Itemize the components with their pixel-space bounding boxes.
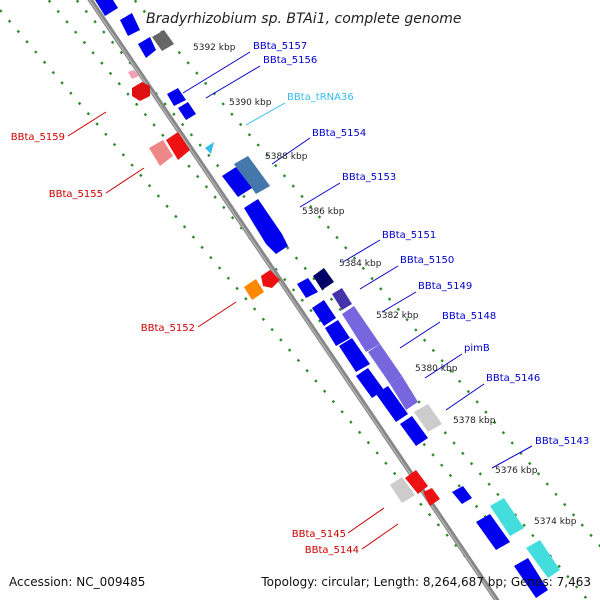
leader-line (491, 445, 533, 469)
gene-arrow[interactable] (95, 0, 118, 16)
gene-arrow[interactable] (244, 199, 288, 254)
gene-label[interactable]: pimB (464, 343, 490, 354)
topology-summary: Topology: circular; Length: 8,264,687 bp… (260, 575, 591, 589)
gene-arrow[interactable] (476, 514, 510, 550)
gene-label[interactable]: BBta_5159 (11, 132, 65, 143)
gene-arrow[interactable] (222, 167, 252, 197)
scale-label: 5374 kbp (534, 517, 577, 527)
leader-line (399, 321, 441, 349)
gene-label[interactable]: BBta_5143 (535, 436, 589, 447)
gene-label[interactable]: BBta_5153 (342, 172, 396, 183)
gene-arrow[interactable] (152, 30, 174, 51)
gene-arrow[interactable] (205, 142, 214, 154)
gene-label[interactable]: BBta_5148 (442, 311, 496, 322)
gene-arrow[interactable] (376, 386, 408, 422)
gene-label[interactable]: BBta_5154 (312, 128, 366, 139)
leader-line (245, 102, 286, 126)
leader-line (342, 239, 381, 263)
genome-title: Bradyrhizobium sp. BTAi1, complete genom… (146, 11, 462, 27)
leader-line (67, 111, 107, 137)
leader-line (359, 265, 399, 290)
gene-arrow[interactable] (178, 102, 196, 120)
gene-features (95, 0, 560, 598)
gene-label[interactable]: BBta_5156 (263, 55, 317, 66)
gene-label[interactable]: BBta_5152 (141, 323, 195, 334)
gene-arrow[interactable] (138, 37, 156, 58)
gene-arrow[interactable] (414, 404, 442, 432)
gene-arrow[interactable] (423, 488, 440, 506)
leader-line (381, 291, 417, 313)
leader-line (347, 507, 385, 534)
gene-label[interactable]: BBta_5150 (400, 255, 454, 266)
leader-line (105, 167, 145, 194)
gene-label[interactable]: BBta_5151 (382, 230, 436, 241)
gene-arrow[interactable] (400, 416, 428, 446)
gene-label[interactable]: BBta_5144 (305, 545, 359, 556)
reverse-gene-labels: BBta_5159 BBta_5155 BBta_5152 BBta_5145 … (11, 132, 359, 556)
leader-line (205, 65, 261, 99)
gene-arrow[interactable] (452, 486, 472, 504)
leader-line (424, 353, 463, 379)
scale-label: 5386 kbp (302, 207, 345, 217)
gene-arrow[interactable] (325, 320, 350, 346)
gene-arrow[interactable] (356, 368, 384, 398)
gene-label[interactable]: BBta_5146 (486, 373, 540, 384)
leader-line (445, 383, 485, 411)
gene-arrow[interactable] (390, 376, 418, 410)
gene-label[interactable]: BBta_5145 (292, 529, 346, 540)
gene-label[interactable]: BBta_5157 (253, 41, 307, 52)
gene-arrow[interactable] (120, 13, 140, 36)
scale-label: 5382 kbp (376, 311, 419, 321)
leader-line (271, 137, 311, 165)
gene-arrow[interactable] (128, 70, 139, 79)
gene-arrow[interactable] (234, 156, 270, 194)
gene-arrow[interactable] (166, 132, 190, 160)
gene-arrow[interactable] (405, 470, 428, 494)
gene-arrow[interactable] (368, 344, 402, 384)
gene-arrow[interactable] (342, 306, 380, 352)
gene-arrow[interactable] (132, 82, 150, 101)
gene-arrow[interactable] (244, 279, 264, 300)
gene-arrow[interactable] (514, 558, 548, 598)
gene-arrow[interactable] (390, 477, 415, 503)
gene-label[interactable]: BBta_tRNA36 (287, 92, 354, 103)
scale-label: 5388 kbp (265, 152, 308, 162)
scale-labels: 5392 kbp 5390 kbp 5388 kbp 5386 kbp 5384… (193, 43, 577, 527)
scale-label: 5376 kbp (495, 466, 538, 476)
gene-arrow[interactable] (339, 338, 370, 372)
accession-text: Accession: NC_009485 (9, 575, 145, 589)
scale-label: 5392 kbp (193, 43, 236, 53)
gene-arrow[interactable] (332, 288, 352, 310)
label-leaders (67, 51, 533, 550)
forward-gene-labels: BBta_5157 BBta_5156 BBta_tRNA36 BBta_515… (253, 41, 589, 447)
leader-line (299, 182, 341, 208)
scale-label: 5378 kbp (453, 416, 496, 426)
gene-arrow[interactable] (149, 140, 173, 166)
leader-line (197, 301, 237, 328)
gene-arrow[interactable] (312, 300, 336, 326)
gene-arrow[interactable] (297, 278, 318, 298)
scale-label: 5380 kbp (415, 364, 458, 374)
gene-arrow[interactable] (526, 540, 560, 578)
gene-arrow[interactable] (167, 88, 186, 106)
gene-arrow[interactable] (490, 498, 524, 536)
gene-arrow[interactable] (313, 268, 334, 290)
gene-label[interactable]: BBta_5149 (418, 281, 472, 292)
leader-line (361, 523, 399, 550)
gene-label[interactable]: BBta_5155 (49, 189, 103, 200)
leader-line (182, 51, 251, 94)
gene-arrow[interactable] (261, 270, 280, 288)
scale-label: 5384 kbp (339, 259, 382, 269)
scale-label: 5390 kbp (229, 98, 272, 108)
